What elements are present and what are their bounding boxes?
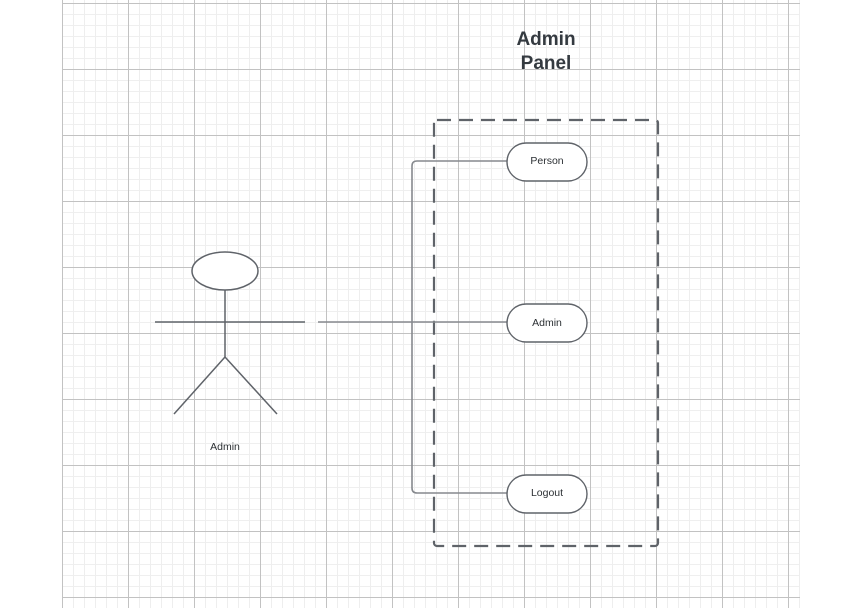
actor-admin[interactable]: [155, 251, 305, 415]
use-case-admin[interactable]: [506, 303, 588, 343]
use-case-logout[interactable]: [506, 474, 588, 514]
association-trunk[interactable]: [411, 160, 507, 322]
actor-head-icon: [191, 251, 259, 291]
actor-leg-left-line: [173, 356, 226, 415]
grid-background: [62, 0, 800, 608]
use-case-person[interactable]: [506, 142, 588, 182]
system-boundary-box[interactable]: [432, 118, 660, 548]
association-trunk-lower[interactable]: [411, 322, 507, 494]
actor-leg-right-line: [224, 356, 278, 415]
